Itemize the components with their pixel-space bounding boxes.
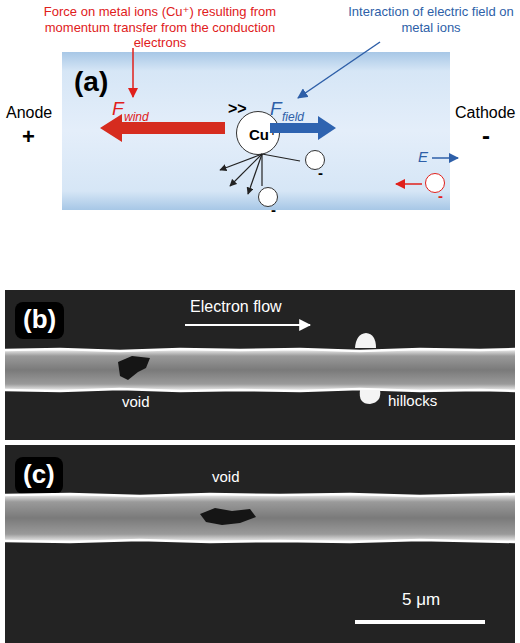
wind-force-arrow	[100, 114, 225, 142]
electron-arrow	[396, 183, 422, 185]
sem-wire	[5, 325, 515, 404]
polarity-sign: -	[482, 122, 490, 150]
sem-wire	[5, 494, 515, 622]
field-arrow	[432, 157, 458, 159]
electron: -	[305, 150, 325, 170]
field-force-arrow	[270, 116, 336, 140]
node-text: -	[271, 202, 276, 217]
annotation: Force on metal ions (Cu⁺) resulting from…	[20, 4, 300, 51]
void-shape	[118, 356, 150, 380]
node-text: (c)	[15, 457, 63, 494]
electrode-label: Anode	[6, 104, 52, 122]
electrode-label: Cathode	[455, 104, 516, 122]
sem-panel: (c)	[5, 445, 515, 643]
void-shape	[200, 508, 256, 525]
node-text: -	[318, 165, 323, 180]
hillock-shape	[360, 390, 381, 404]
leader-line	[132, 48, 134, 97]
annotation: Interaction of electric field on metal i…	[345, 4, 517, 35]
scale-bar	[355, 620, 485, 624]
node-text: (a)	[74, 66, 108, 98]
electron: -	[258, 187, 278, 207]
polarity-sign: +	[22, 124, 35, 150]
leader-line	[298, 42, 380, 98]
sem-panel: (b)	[5, 290, 515, 440]
hillock-shape	[355, 333, 376, 348]
node-text: -	[438, 188, 443, 203]
scatter-arrows	[220, 154, 300, 194]
node-text: (b)	[15, 302, 64, 339]
node-text: Cu⁺	[249, 126, 277, 144]
conductor-band: (a)Cu⁺---	[62, 52, 450, 210]
metal-ion: Cu⁺	[236, 111, 280, 155]
electron: -	[425, 173, 445, 193]
